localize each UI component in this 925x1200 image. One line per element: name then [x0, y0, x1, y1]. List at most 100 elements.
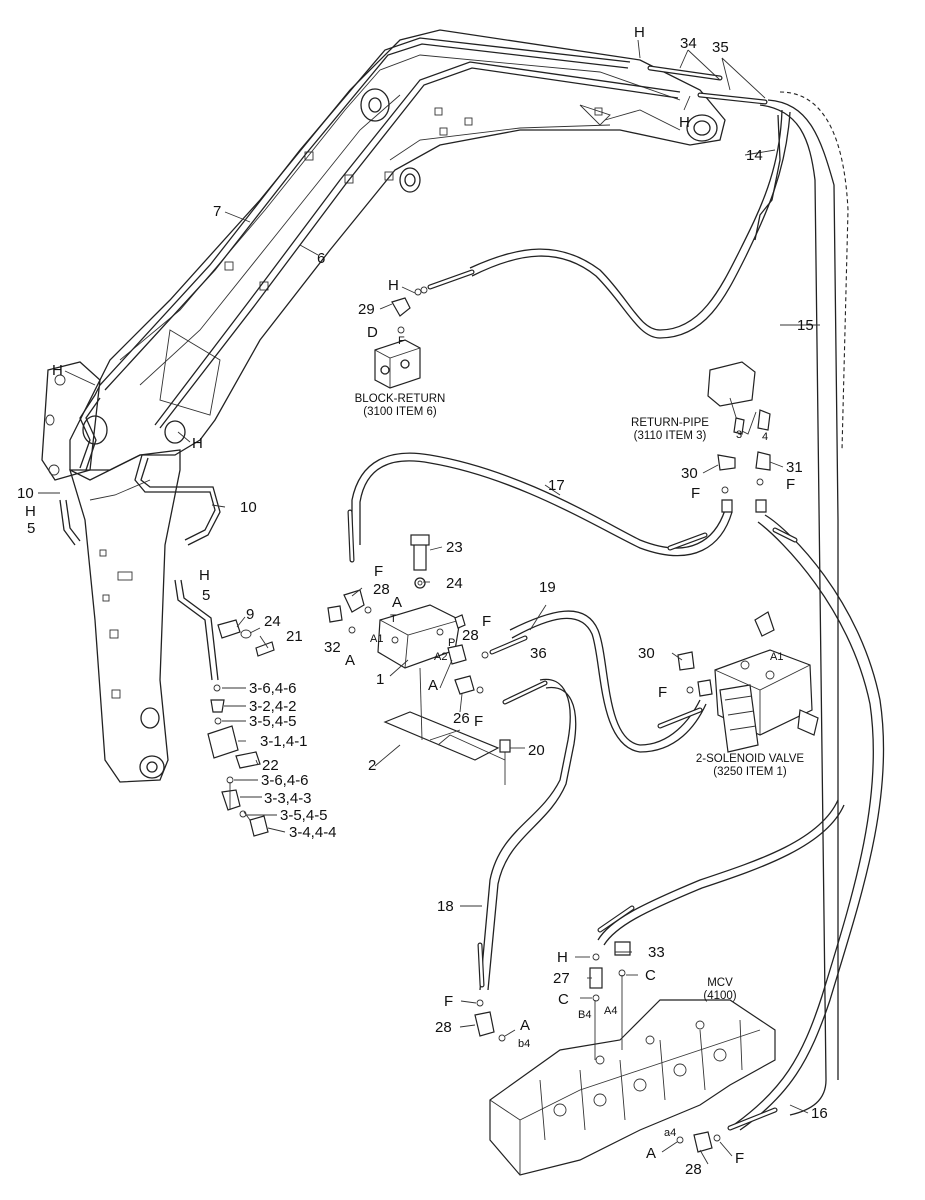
- callout-33: 33: [648, 944, 665, 961]
- caption-return-pipe-ref: (3110 ITEM 3): [634, 430, 707, 442]
- callout-3-2-4-2: 3-2,4-2: [249, 698, 297, 715]
- port-mark: F: [398, 335, 405, 347]
- callout-30: 30: [638, 645, 655, 662]
- caption-solenoid-name: 2-SOLENOID VALVE: [696, 753, 805, 765]
- callout-h: H: [25, 503, 36, 520]
- hose-19: [489, 610, 707, 753]
- callout-3-3-4-3: 3-3,4-3: [264, 790, 312, 807]
- callout-29: 29: [358, 301, 375, 318]
- callout-21: 21: [286, 628, 303, 645]
- port-mark: a4: [664, 1127, 676, 1139]
- callout-3-6-4-6: 3-6,4-6: [249, 680, 297, 697]
- port-mark: 3: [736, 429, 742, 441]
- callout-a: A: [520, 1017, 530, 1034]
- port-marks: F T A1 P A2 A1 3 4 B4 A4 b4 a4: [370, 335, 783, 1139]
- callout-17: 17: [548, 477, 565, 494]
- hose-14-15: [647, 65, 849, 1116]
- callout-2: 2: [368, 757, 376, 774]
- hose-16: [597, 514, 885, 1131]
- callout-28: 28: [435, 1019, 452, 1036]
- callout-15: 15: [797, 317, 814, 334]
- callout-f: F: [786, 476, 795, 493]
- caption-mcv-name: MCV: [707, 977, 733, 989]
- hose-block-return: [427, 109, 791, 339]
- hose-36-18: [477, 678, 577, 991]
- port-mark: B4: [578, 1009, 591, 1021]
- callout-f: F: [658, 684, 667, 701]
- callout-h: H: [192, 435, 203, 452]
- callout-3-4-4-4: 3-4,4-4: [289, 824, 337, 841]
- callout-3-5-4-5: 3-5,4-5: [280, 807, 328, 824]
- port-mark: b4: [518, 1038, 530, 1050]
- callout-28: 28: [462, 627, 479, 644]
- callout-30: 30: [681, 465, 698, 482]
- callout-18: 18: [437, 898, 454, 915]
- callout-5: 5: [27, 520, 35, 537]
- port-mark: T: [390, 613, 397, 625]
- solenoid-valve: [677, 611, 819, 753]
- block-return: [374, 286, 428, 389]
- arm-fittings: [207, 619, 275, 837]
- callout-23: 23: [446, 539, 463, 556]
- caption-return-pipe-name: RETURN-PIPE: [631, 417, 709, 429]
- port-mark: 4: [762, 431, 768, 443]
- callout-d: D: [367, 324, 378, 341]
- callout-16: 16: [811, 1105, 828, 1122]
- callout-35: 35: [712, 39, 729, 56]
- callout-f: F: [482, 613, 491, 630]
- component-captions: BLOCK-RETURN (3100 ITEM 6) RETURN-PIPE (…: [355, 393, 805, 1002]
- callout-24: 24: [446, 575, 463, 592]
- callout-h: H: [557, 949, 568, 966]
- callout-5: 5: [202, 587, 210, 604]
- port-mark: A2: [434, 651, 447, 663]
- mcv: [474, 941, 776, 1176]
- callout-24: 24: [264, 613, 281, 630]
- bracket-2: [383, 667, 511, 785]
- callout-f: F: [691, 485, 700, 502]
- hose-17: [347, 452, 733, 563]
- caption-block-return-name: BLOCK-RETURN: [355, 393, 446, 405]
- callout-h: H: [634, 24, 645, 41]
- caption-mcv-ref: (4100): [703, 990, 736, 1002]
- callout-a: A: [392, 594, 402, 611]
- callout-f: F: [474, 713, 483, 730]
- callout-f: F: [735, 1150, 744, 1167]
- callout-a: A: [646, 1145, 656, 1162]
- callout-a: A: [345, 652, 355, 669]
- callout-h: H: [199, 567, 210, 584]
- callout-1: 1: [376, 671, 384, 688]
- callout-3-6-4-6: 3-6,4-6: [261, 772, 309, 789]
- callout-10: 10: [17, 485, 34, 502]
- caption-block-return-ref: (3100 ITEM 6): [363, 406, 437, 418]
- leader-lines: [38, 39, 820, 1165]
- callout-7: 7: [213, 203, 221, 220]
- port-mark: P: [448, 637, 455, 649]
- callout-h: H: [679, 114, 690, 131]
- callout-9: 9: [246, 606, 254, 623]
- caption-solenoid-ref: (3250 ITEM 1): [713, 766, 787, 778]
- callout-c: C: [645, 967, 656, 984]
- callout-26: 26: [453, 710, 470, 727]
- port-mark: A4: [604, 1005, 617, 1017]
- callout-f: F: [444, 993, 453, 1010]
- callout-28: 28: [685, 1161, 702, 1178]
- callout-22: 22: [262, 757, 279, 774]
- callout-31: 31: [786, 459, 803, 476]
- callout-28: 28: [373, 581, 390, 598]
- callout-f: F: [374, 563, 383, 580]
- callout-32: 32: [324, 639, 341, 656]
- callout-6: 6: [317, 250, 325, 267]
- callout-h: H: [388, 277, 399, 294]
- callout-34: 34: [680, 35, 697, 52]
- boom-tubes: [59, 37, 681, 681]
- callout-3-1-4-1: 3-1,4-1: [260, 733, 308, 750]
- callout-3-5-4-5: 3-5,4-5: [249, 713, 297, 730]
- port-mark: A1: [770, 651, 783, 663]
- callout-19: 19: [539, 579, 556, 596]
- port-mark: A1: [370, 633, 383, 645]
- callout-20: 20: [528, 742, 545, 759]
- valve-block-1: [327, 534, 489, 695]
- callout-c: C: [558, 991, 569, 1008]
- callout-labels: H 34 35 H 14 7 6 H 29 D 15 H H 30 31 F F…: [17, 24, 828, 1178]
